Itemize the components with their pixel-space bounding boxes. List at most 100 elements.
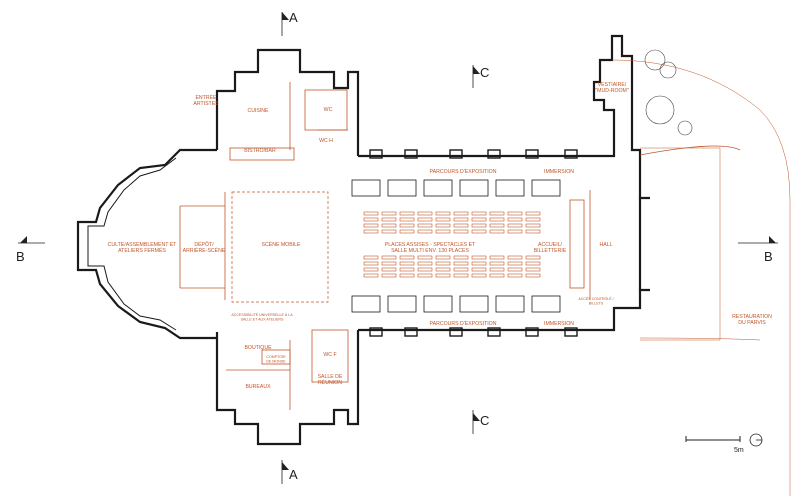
seat-row [363,223,379,228]
seat-row [363,211,379,216]
scale-bar: 5m [685,436,744,454]
seat-row [489,255,505,260]
seat-row [525,267,541,272]
buttresses [369,149,578,337]
seat-row [399,261,415,266]
label-bistro-bar: BISTRO/BAR [244,148,276,154]
seat-row [471,255,487,260]
seat-row [525,229,541,234]
seat-row [453,267,469,272]
section-marker-a-bottom: A [281,460,298,484]
seat-row [507,267,523,272]
seat-row [381,255,397,260]
seat-row [363,255,379,260]
seat-row [435,261,451,266]
seat-row [489,217,505,222]
label-bureaux: BUREAUX [245,384,271,390]
seat-row [363,229,379,234]
seat-row [381,229,397,234]
seat-row [507,261,523,266]
seat-row [417,267,433,272]
seat-row [399,273,415,278]
label-scene: SCÈNE MOBILE [262,241,301,248]
seat-row [453,211,469,216]
seat-row [471,229,487,234]
label-immersion-bottom: IMMERSION [544,321,574,327]
section-label-b-left: B [16,249,25,264]
seat-row [363,261,379,266]
seat-row [417,217,433,222]
seat-row [399,223,415,228]
seat-row [525,217,541,222]
seat-row [525,223,541,228]
seat-row [489,267,505,272]
label-hall: HALL [600,242,613,248]
seat-row [471,217,487,222]
label-parcours-bottom: PARCOURS D'EXPOSITION [430,321,497,327]
seat-row [381,261,397,266]
label-parcours-top: PARCOURS D'EXPOSITION [430,169,497,175]
label-wc-top: WC [324,107,333,113]
section-marker-b-right: B [738,236,778,264]
exterior-features [611,49,791,496]
seat-row [417,229,433,234]
seating-rows [363,211,541,278]
seat-row [507,211,523,216]
label-caisse-note: ACCÈS CONTRÔLÉ /BILLETS [578,296,613,306]
seat-row [453,261,469,266]
seat-row [381,217,397,222]
seat-row [471,261,487,266]
seat-row [363,217,379,222]
seat-row [525,273,541,278]
section-marker-c-bottom: C [472,410,489,434]
seat-row [471,223,487,228]
section-marker-c-top: C [472,65,489,88]
seat-row [489,273,505,278]
seat-row [363,267,379,272]
seat-row [525,261,541,266]
label-wc-h: WC H [319,138,333,144]
section-label-c-top: C [480,65,489,80]
seat-row [453,217,469,222]
seat-row [471,267,487,272]
seat-row [471,211,487,216]
seat-row [471,273,487,278]
section-label-a-top: A [289,10,298,25]
seat-row [507,255,523,260]
seat-row [399,267,415,272]
seat-row [417,223,433,228]
label-depot: DÉPÔT/ARRIÈRE-SCÈNE [183,241,226,254]
label-boutique: BOUTIQUE [244,345,272,351]
seat-row [381,211,397,216]
seat-row [381,223,397,228]
seat-row [525,255,541,260]
label-cuisine: CUISINE [247,108,269,114]
seat-row [525,211,541,216]
seat-row [417,261,433,266]
section-label-a-bottom: A [289,467,298,482]
label-immersion-top: IMMERSION [544,169,574,175]
section-marker-b-left: B [16,236,45,264]
section-marker-a-top: A [281,10,298,36]
section-label-c-bottom: C [480,413,489,428]
north-arrow-icon [749,433,763,447]
seat-row [435,217,451,222]
label-accueil: ACCUEIL/BILLETTERIE [534,242,567,254]
seat-row [507,223,523,228]
seat-row [381,267,397,272]
seat-row [363,273,379,278]
seat-row [489,261,505,266]
seat-row [435,229,451,234]
seat-row [381,273,397,278]
seat-row [399,255,415,260]
label-wc-f: WC F [323,352,336,358]
seat-row [417,273,433,278]
seat-row [417,211,433,216]
